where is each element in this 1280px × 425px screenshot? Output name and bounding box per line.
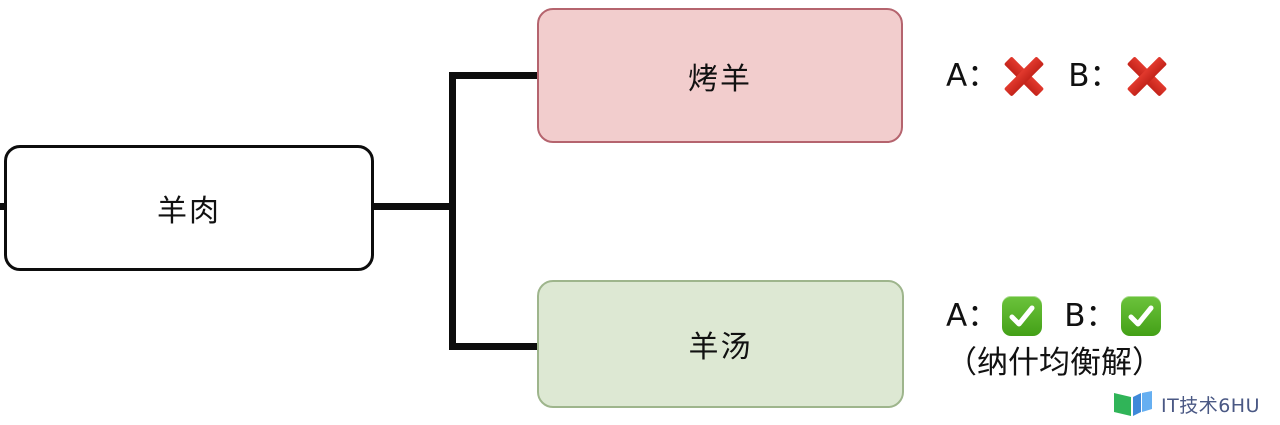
payoff-annotation-roast-lamb: A： B： bbox=[946, 56, 1173, 96]
connector-arm-lower bbox=[449, 343, 541, 350]
payoff-row-lamb-soup: A： B： bbox=[946, 296, 1165, 336]
connector-root-stub bbox=[372, 203, 456, 210]
watermark-text: IT技术6HU bbox=[1161, 394, 1260, 417]
connector-trunk bbox=[449, 72, 456, 350]
node-branch-roast-lamb-label: 烤羊 bbox=[688, 61, 752, 97]
payoff-annotation-lamb-soup: A： B： （纳什均衡解） bbox=[946, 296, 1165, 379]
cross-mark-icon bbox=[1002, 56, 1046, 96]
payoff-player-a-label-roast: A： bbox=[946, 57, 999, 94]
payoff-player-b-label-roast: B： bbox=[1068, 57, 1121, 94]
node-branch-roast-lamb[interactable]: 烤羊 bbox=[537, 8, 903, 143]
book-logo-icon bbox=[1112, 389, 1154, 419]
nash-equilibrium-note: （纳什均衡解） bbox=[946, 345, 1163, 381]
node-branch-lamb-soup[interactable]: 羊汤 bbox=[537, 280, 904, 408]
connector-arm-upper bbox=[449, 72, 541, 79]
payoff-row-roast-lamb: A： B： bbox=[946, 56, 1173, 96]
node-root-mutton[interactable]: 羊肉 bbox=[4, 145, 374, 271]
cross-mark-icon bbox=[1125, 56, 1169, 96]
check-mark-icon bbox=[1120, 296, 1161, 336]
payoff-player-a-label-soup: A： bbox=[946, 297, 999, 334]
connector-inlet-stub bbox=[0, 203, 6, 210]
node-root-label: 羊肉 bbox=[157, 194, 221, 229]
check-mark-icon bbox=[1002, 296, 1043, 336]
watermark: IT技术6HU bbox=[1112, 389, 1260, 419]
node-branch-lamb-soup-label: 羊汤 bbox=[688, 330, 753, 365]
payoff-player-b-label-soup: B： bbox=[1064, 297, 1117, 334]
